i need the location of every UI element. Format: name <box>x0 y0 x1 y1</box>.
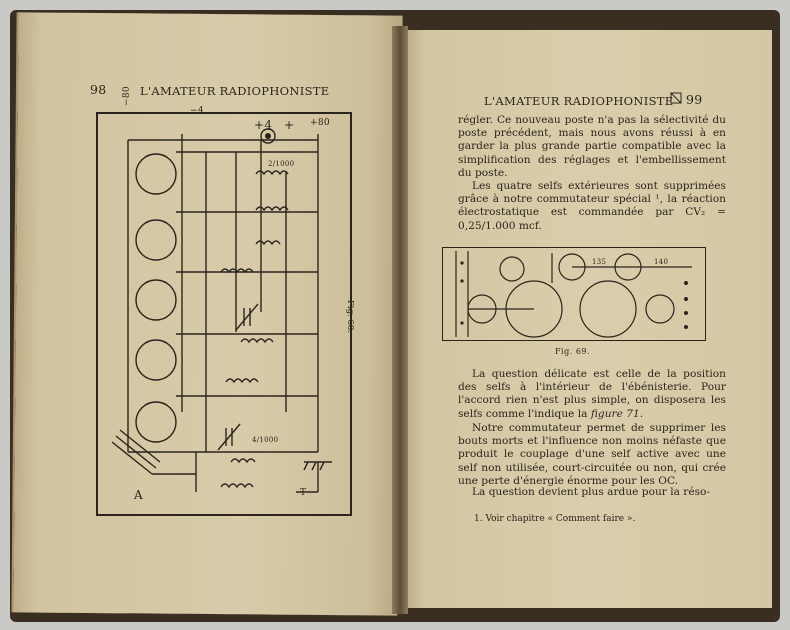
dimension-135: 135 <box>592 258 607 266</box>
panel-drilling-figure-69 <box>442 247 706 341</box>
figure-69-caption: Fig. 69. <box>555 347 591 356</box>
right-running-head: L'AMATEUR RADIOPHONISTE <box>484 94 674 108</box>
book-gutter <box>392 26 408 614</box>
footnote: 1. Voir chapitre « Comment faire ». <box>474 514 636 524</box>
paragraph-2: Les quatre selfs extérieures sont suppri… <box>458 180 726 232</box>
label-antenna: A <box>134 488 143 502</box>
left-page-number: 98 <box>90 82 107 97</box>
schematic-figure-68 <box>96 112 352 516</box>
dimension-140: 140 <box>654 258 669 266</box>
right-page-number: 99 <box>686 92 703 107</box>
label-cap-a: 2/1000 <box>268 160 295 168</box>
page-mark-icon <box>670 92 682 104</box>
paragraph-4: Notre commutateur permet de supprimer le… <box>458 422 726 487</box>
label-minus-80: −80 <box>122 86 132 106</box>
paragraph-1: régler. Ce nouveau poste n'a pas la séle… <box>458 114 726 179</box>
left-running-head: L'AMATEUR RADIOPHONISTE <box>140 84 330 98</box>
paragraph-3: La question délicate est celle de la pos… <box>458 368 726 420</box>
label-plus-4: +4 <box>254 118 273 132</box>
label-plus-80: +80 <box>310 118 330 128</box>
label-earth: T <box>300 488 307 498</box>
panel-diagram <box>455 251 692 338</box>
right-page <box>400 30 772 608</box>
circuit-schematic <box>111 128 332 493</box>
label-cap-b: 4/1000 <box>252 436 279 444</box>
paragraph-5: La question devient plus ardue pour la r… <box>472 486 711 498</box>
figure-reference: figure 71 <box>590 407 640 420</box>
label-plus: + <box>284 118 295 132</box>
label-minus-4: −4 <box>190 106 204 116</box>
figure-68-caption: Fig. 68. <box>345 300 355 333</box>
